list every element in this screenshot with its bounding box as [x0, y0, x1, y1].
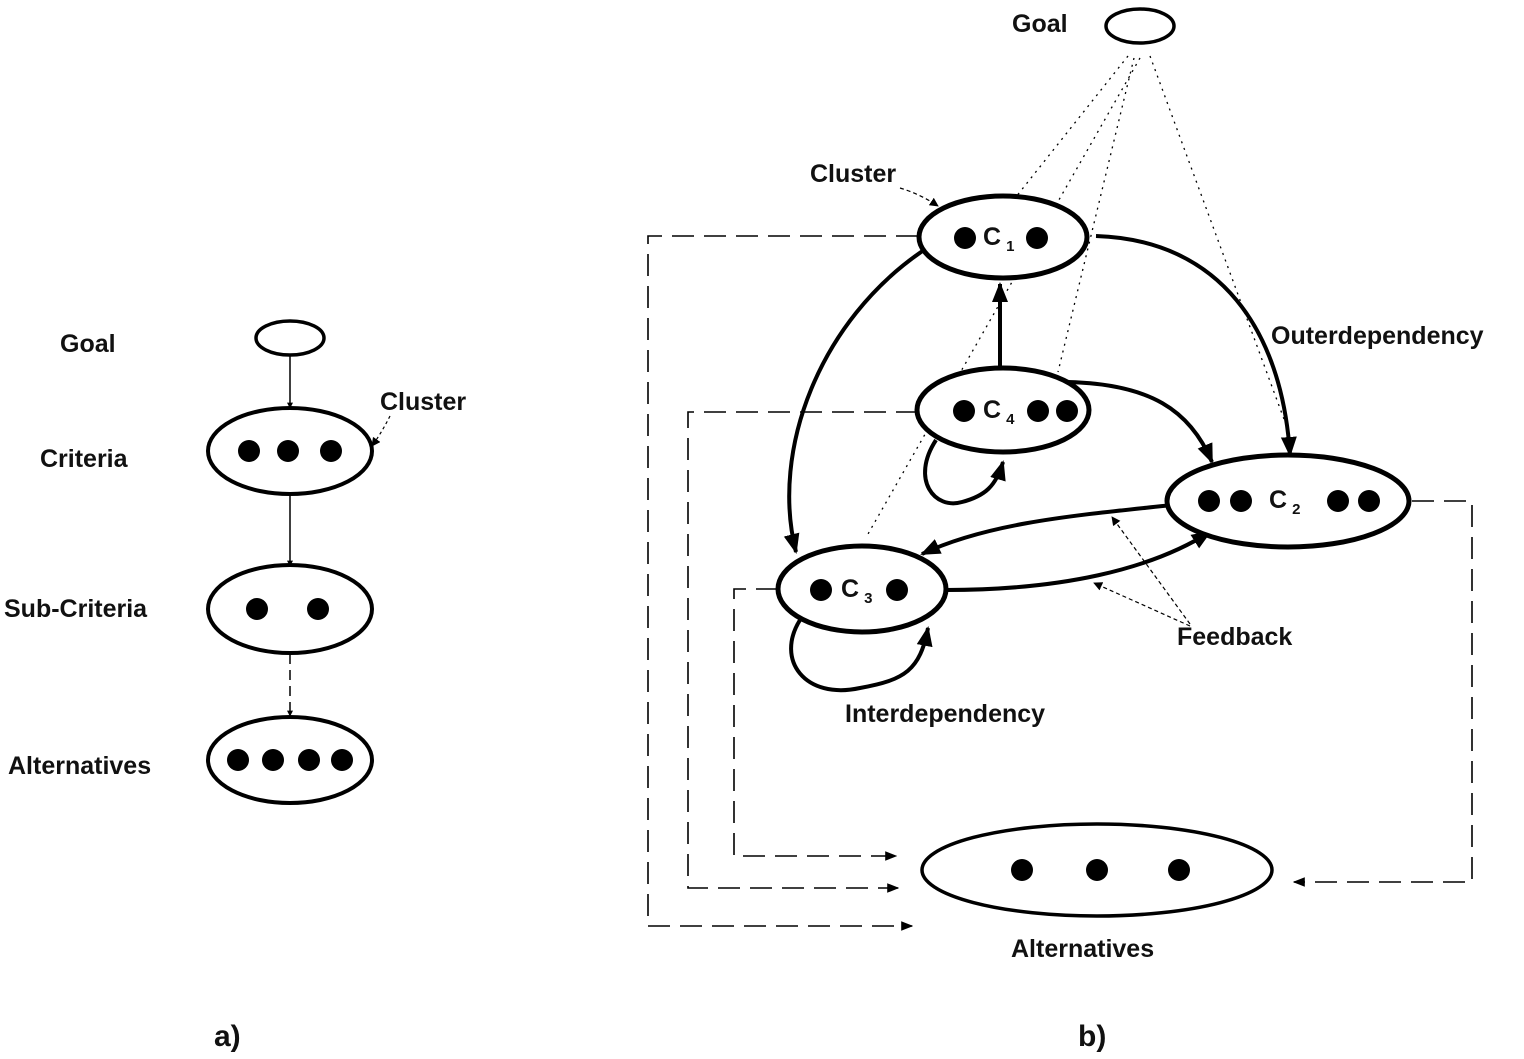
feedback-label: Feedback	[1177, 623, 1292, 651]
dashed-link-c4	[687, 411, 918, 893]
arrow-c3-c2	[945, 530, 1212, 592]
cluster-label-a: Cluster	[380, 388, 466, 416]
criteria-label: Criteria	[40, 445, 129, 473]
cluster-element	[954, 227, 976, 249]
cluster-pointer-b	[899, 187, 939, 207]
criteria-element	[277, 440, 299, 462]
cluster-element	[1026, 227, 1048, 249]
cluster-c3	[775, 543, 949, 635]
loop-c3	[789, 618, 933, 693]
cluster-c2	[1164, 452, 1412, 550]
dashed-link-c3	[733, 588, 898, 861]
alternative-element	[1168, 859, 1190, 881]
arrow-c2-c3	[920, 503, 1173, 556]
cluster-element	[1198, 490, 1220, 512]
alternative-element	[262, 749, 284, 771]
cluster-element	[886, 579, 908, 601]
cluster-pointer-a	[371, 415, 391, 447]
label-pointers	[899, 187, 1191, 627]
goal-label-b: Goal	[1012, 10, 1068, 38]
panel-a: Goal Cluster Criteria Sub-Criteria Alter…	[4, 319, 466, 1053]
alternatives-cluster-a	[206, 715, 374, 805]
arrow-c1-c3	[783, 248, 926, 554]
arrow-c1-c2	[1095, 234, 1297, 457]
dependency-arrows	[783, 234, 1297, 693]
interdependency-label: Interdependency	[845, 700, 1045, 728]
alternative-element	[298, 749, 320, 771]
feedback-pointer-2	[1093, 582, 1191, 627]
cluster-element	[1230, 490, 1252, 512]
cluster-element	[810, 579, 832, 601]
subcriteria-element	[246, 598, 268, 620]
alternative-element	[1086, 859, 1108, 881]
cluster-c1	[916, 193, 1090, 281]
subcriteria-cluster	[206, 563, 374, 655]
panel-b-label: b)	[1078, 1020, 1106, 1053]
criteria-element	[320, 440, 342, 462]
cluster-element	[1056, 400, 1078, 422]
panel-a-label: a)	[214, 1020, 241, 1053]
cluster-element	[1358, 490, 1380, 512]
dashed-link-c2	[1292, 500, 1473, 887]
cluster-element	[1027, 400, 1049, 422]
cluster-element	[1327, 490, 1349, 512]
feedback-pointer-1	[1111, 516, 1191, 625]
alternative-element	[1011, 859, 1033, 881]
alternatives-label-a: Alternatives	[8, 752, 151, 780]
loop-c4	[923, 438, 1006, 506]
outerdependency-label: Outerdependency	[1271, 322, 1484, 350]
goal-node-b	[1104, 7, 1176, 45]
criteria-element	[238, 440, 260, 462]
alternative-element	[331, 749, 353, 771]
alternative-element	[227, 749, 249, 771]
cluster-element	[953, 400, 975, 422]
arrow-c4-c2	[1067, 380, 1214, 464]
alternatives-label-b: Alternatives	[1011, 935, 1154, 963]
subcriteria-element	[307, 598, 329, 620]
dashed-link-c1	[647, 235, 918, 931]
cluster-c4	[914, 365, 1092, 455]
goal-label-a: Goal	[60, 330, 116, 358]
subcriteria-label: Sub-Criteria	[4, 595, 148, 623]
goal-node-a	[254, 319, 326, 357]
cluster-label-b: Cluster	[810, 160, 896, 188]
